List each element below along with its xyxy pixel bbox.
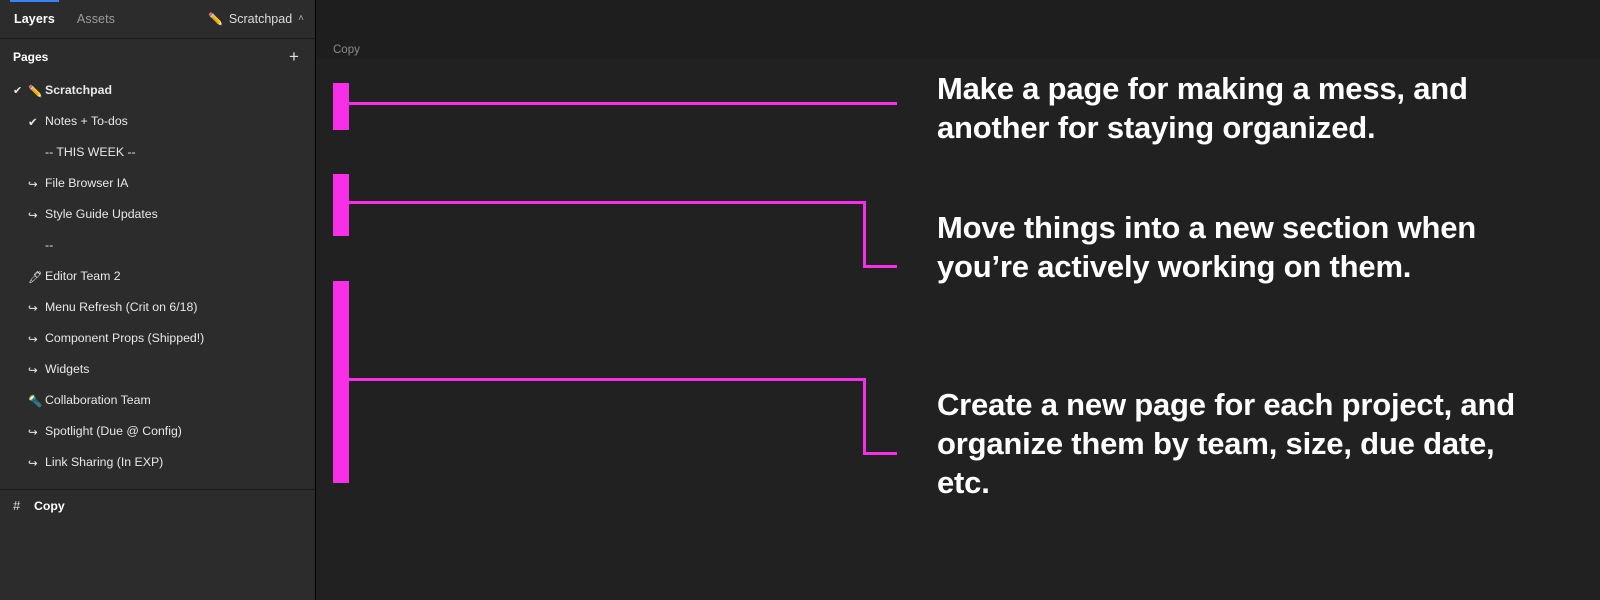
arrow-curve-icon: ↪	[28, 364, 38, 377]
layer-section: # Copy	[0, 489, 315, 521]
pages-title: Pages	[13, 49, 49, 64]
page-list-item[interactable]: ↪ Link Sharing (In EXP)	[0, 447, 315, 478]
arrow-curve-icon: ↪	[28, 302, 38, 315]
add-page-button[interactable]: +	[289, 47, 299, 66]
check-icon: ✔	[13, 85, 23, 97]
page-list-item-label: Notes + To-dos	[45, 114, 128, 129]
frame-label[interactable]: Copy	[333, 44, 360, 56]
page-list-item-label: Menu Refresh (Crit on 6/18)	[45, 300, 198, 315]
page-list-item-label: Collaboration Team	[45, 393, 151, 408]
page-list-item-label: Scratchpad	[45, 83, 112, 98]
connector-3-vertical	[863, 378, 866, 452]
page-list-item[interactable]: ↪ File Browser IA	[0, 168, 315, 199]
page-list-item-label: --	[45, 238, 54, 253]
pencil-icon: ✏️	[28, 85, 43, 98]
left-sidebar: Layers Assets ✏️ Scratchpad ˄ Pages + ✔ ✏…	[0, 0, 316, 600]
layer-row[interactable]: # Copy	[0, 490, 315, 521]
headline-text[interactable]: Move things into a new section when you’…	[937, 210, 1476, 284]
tab-assets[interactable]: Assets	[76, 11, 116, 26]
page-list-item[interactable]: ↪ Widgets	[0, 354, 315, 385]
layer-row-label: Copy	[34, 498, 65, 513]
page-list-item-label: Editor Team 2	[45, 269, 121, 284]
arrow-curve-icon: ↪	[28, 333, 38, 346]
page-list-item[interactable]: ✔ Notes + To-dos	[0, 106, 315, 137]
frame-icon: #	[13, 498, 21, 513]
chevron-up-icon: ˄	[298, 12, 304, 24]
page-list-item[interactable]: 🖊Editor Team 2	[0, 261, 315, 292]
page-selector-dropdown[interactable]: ✏️ Scratchpad ˄	[208, 12, 304, 26]
page-list-item[interactable]: ↪ Component Props (Shipped!)	[0, 323, 315, 354]
connector-1-horizontal	[349, 102, 897, 105]
page-list: ✔ ✏️Scratchpad ✔ Notes + To-dos -- THIS WEEK…	[0, 74, 315, 478]
page-list-item-label: Spotlight (Due @ Config)	[45, 424, 182, 439]
frame-background	[316, 59, 1600, 600]
page-list-item-label: Component Props (Shipped!)	[45, 331, 205, 346]
arrow-curve-icon: ↪	[28, 209, 38, 222]
page-list-item[interactable]: ↪ Spotlight (Due @ Config)	[0, 416, 315, 447]
page-list-item[interactable]: ↪ Style Guide Updates	[0, 199, 315, 230]
pen-icon: 🖊	[28, 271, 43, 284]
canvas-area[interactable]: Copy Make a page for making a mess, and …	[316, 0, 1600, 600]
connector-2-vertical	[863, 201, 866, 265]
arrow-curve-icon: ↪	[28, 178, 38, 191]
arrow-curve-icon: ↪	[28, 457, 38, 470]
page-list-item[interactable]: ↪ Menu Refresh (Crit on 6/18)	[0, 292, 315, 323]
tab-layers[interactable]: Layers	[10, 0, 59, 39]
page-list-item[interactable]: ✔ ✏️Scratchpad	[0, 75, 315, 106]
page-list-item-label: Widgets	[45, 362, 90, 377]
arrow-curve-icon: ↪	[28, 426, 38, 439]
connector-2-stub	[863, 265, 897, 268]
page-selector-label: Scratchpad	[228, 12, 293, 26]
flashlight-icon: 🔦	[28, 395, 43, 408]
page-list-item-label: -- THIS WEEK --	[45, 145, 136, 160]
connector-2-bar	[333, 174, 349, 236]
connector-2-horizontal	[349, 201, 863, 204]
page-list-item-label: Style Guide Updates	[45, 207, 158, 222]
page-list-item[interactable]: 🔦Collaboration Team	[0, 385, 315, 416]
page-list-item-label: Link Sharing (In EXP)	[45, 455, 164, 470]
connector-3-stub	[863, 452, 897, 455]
checkmark-glyph: ✔	[28, 116, 38, 129]
connector-3-bar	[333, 281, 349, 483]
headline-text[interactable]: Create a new page for each project, and …	[937, 387, 1515, 500]
page-list-item[interactable]: --	[0, 230, 315, 261]
page-list-item[interactable]: -- THIS WEEK --	[0, 137, 315, 168]
pages-section-header: Pages +	[0, 39, 315, 74]
connector-3-horizontal	[349, 378, 863, 381]
sidebar-tabbar: Layers Assets ✏️ Scratchpad ˄	[0, 0, 315, 39]
pencil-icon: ✏️	[207, 12, 223, 26]
headline-text[interactable]: Make a page for making a mess, and anoth…	[937, 71, 1468, 145]
connector-1-bar	[333, 83, 349, 130]
page-list-item-label: File Browser IA	[45, 176, 129, 191]
